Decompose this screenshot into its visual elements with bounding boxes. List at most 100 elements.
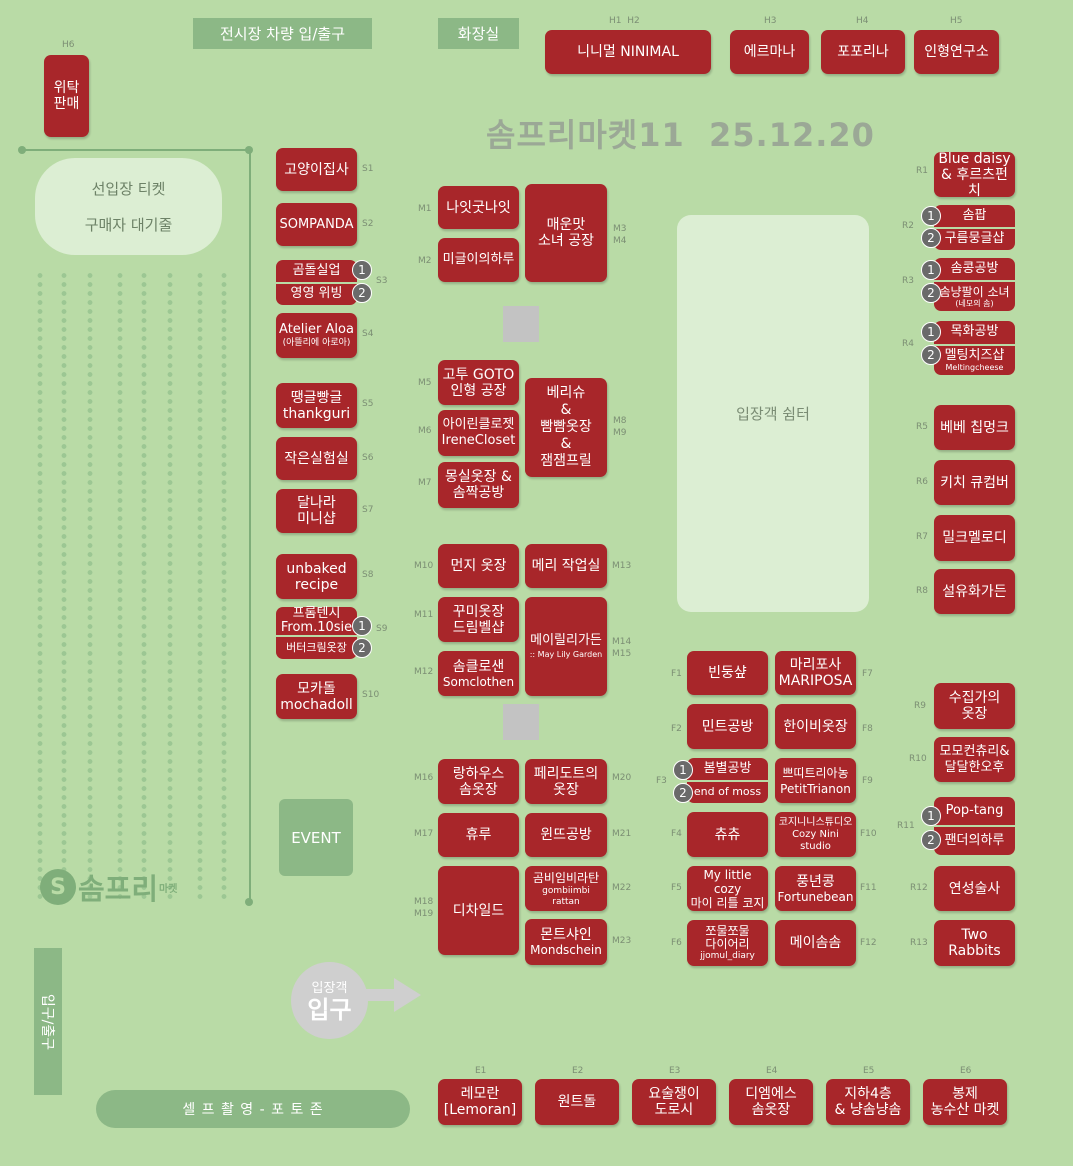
booth-m11[interactable]: 꾸미옷장 드림벨샵 — [438, 597, 519, 642]
booth-f4[interactable]: 츄츄 — [687, 812, 768, 857]
booth-m22[interactable]: 곰비임비라탄 gombiimbi rattan — [525, 866, 607, 911]
booth-name: end of moss — [693, 785, 762, 799]
booth-f12[interactable]: 메이솜솜 — [775, 920, 856, 966]
booth-m21[interactable]: 윈뜨공방 — [525, 813, 607, 857]
booth-f3-1[interactable]: 봄별공방 — [687, 758, 768, 781]
booth-f3[interactable]: 봄별공방 end of moss — [687, 758, 768, 803]
booth-m2[interactable]: 미글이의하루 — [438, 238, 519, 282]
booth-r10[interactable]: 모모컨츄리& 달달한오후 — [934, 737, 1015, 782]
booth-f5[interactable]: My little cozy 마이 리틀 코지 — [687, 866, 768, 911]
number-marker: 2 — [921, 830, 941, 850]
booth-r2-2[interactable]: 구름뭉글샵 — [934, 227, 1015, 250]
booth-m10[interactable]: 먼지 옷장 — [438, 544, 519, 588]
booth-m18-m19[interactable]: 디차일드 — [438, 866, 519, 955]
booth-name: 디차일드 — [452, 902, 505, 919]
booth-r2-1[interactable]: 솜팝 — [934, 205, 1015, 228]
booth-name: 먼지 옷장 — [450, 558, 507, 574]
booth-subname: From.10sie — [280, 620, 353, 635]
booth-s8[interactable]: unbaked recipe — [276, 554, 357, 599]
booth-r3-1[interactable]: 솜콩공방 — [934, 258, 1015, 282]
booth-f9[interactable]: 쁘띠트리아농 PetitTrianon — [775, 758, 856, 803]
booth-code: M6 — [418, 426, 432, 436]
booth-f11[interactable]: 풍년콩 Fortunebean — [775, 866, 856, 911]
booth-f3-2[interactable]: end of moss — [687, 780, 768, 803]
booth-e5[interactable]: 지하4층 & 냥솜냥솜 — [826, 1079, 910, 1125]
number-marker: 2 — [352, 283, 372, 303]
booth-r13[interactable]: Two Rabbits — [934, 920, 1015, 966]
booth-m12[interactable]: 솜클로샌 Somclothen — [438, 651, 519, 696]
booth-f1[interactable]: 빈둥샾 — [687, 651, 768, 695]
booth-m20[interactable]: 페리도트의 옷장 — [525, 759, 607, 804]
entrance-circle[interactable]: 입장객 입구 — [291, 962, 368, 1039]
booth-r3[interactable]: 솜콩공방 솜냥팔이 소녀 (네모의 솜) — [934, 258, 1015, 311]
visitor-shelter: 입장객 쉼터 — [677, 215, 869, 612]
booth-h3[interactable]: 에르마나 — [730, 30, 809, 74]
booth-s5[interactable]: 땡글빵글 thankguri — [276, 383, 357, 428]
booth-s9-2[interactable]: 버터크림옷장 — [276, 636, 357, 659]
booth-s1[interactable]: 고양이집사 — [276, 148, 357, 191]
booth-name: 위탁 판매 — [53, 80, 80, 112]
booth-code: R1 — [916, 166, 928, 176]
booth-m23[interactable]: 몬트샤인 Mondschein — [525, 919, 607, 965]
booth-e6[interactable]: 봉제 농수산 마켓 — [923, 1079, 1007, 1125]
booth-m5[interactable]: 고투 GOTO 인형 공장 — [438, 360, 519, 405]
booth-r11[interactable]: Pop-tang 팬더의하루 — [934, 797, 1015, 855]
booth-r6[interactable]: 키치 큐컴버 — [934, 460, 1015, 505]
booth-s4[interactable]: Atelier Aloa (아뜰리에 아로아) — [276, 313, 357, 358]
booth-r12[interactable]: 연성술사 — [934, 866, 1015, 911]
booth-f8[interactable]: 한이비옷장 — [775, 704, 856, 749]
booth-r4[interactable]: 목화공방 멜팅치즈샵 Meltingcheese — [934, 321, 1015, 375]
booth-m17[interactable]: 휴루 — [438, 813, 519, 857]
booth-h5[interactable]: 인형연구소 — [914, 30, 999, 74]
booth-name: 봉제 — [952, 1086, 978, 1102]
booth-f7[interactable]: 마리포사 MARIPOSA — [775, 651, 856, 695]
side-exit-sign: 입구/출구 — [34, 948, 62, 1095]
booth-subname: :: May Lily Garden — [529, 650, 603, 659]
booth-r1[interactable]: Blue daisy & 후르츠펀치 — [934, 151, 1015, 199]
booth-code: R8 — [916, 586, 928, 596]
booth-r5[interactable]: 베베 칩멍크 — [934, 405, 1015, 450]
booth-s10[interactable]: 모카돌 mochadoll — [276, 674, 357, 719]
booth-h4[interactable]: 포포리나 — [821, 30, 905, 74]
booth-r4-1[interactable]: 목화공방 — [934, 321, 1015, 345]
booth-r2[interactable]: 솜팝 구름뭉글샵 — [934, 205, 1015, 250]
booth-r11-2[interactable]: 팬더의하루 — [934, 826, 1015, 855]
booth-s3[interactable]: 곰돌실업 영영 위빙 — [276, 260, 357, 305]
booth-code: M18 M19 — [414, 897, 434, 919]
booth-r9[interactable]: 수집가의 옷장 — [934, 683, 1015, 729]
booth-e3[interactable]: 요술쟁이 도로시 — [632, 1079, 716, 1125]
booth-m13[interactable]: 메리 작업실 — [525, 544, 607, 588]
booth-r11-1[interactable]: Pop-tang — [934, 797, 1015, 826]
booth-s3-2[interactable]: 영영 위빙 — [276, 282, 357, 305]
booth-e1[interactable]: 레모란 [Lemoran] — [438, 1079, 522, 1125]
booth-name2: 마이 리틀 코지 — [690, 895, 765, 910]
booth-r7[interactable]: 밀크멜로디 — [934, 515, 1015, 561]
booth-m1[interactable]: 나잇굿나잇 — [438, 186, 519, 229]
booth-e2[interactable]: 원트돌 — [535, 1079, 619, 1125]
booth-s2[interactable]: SOMPANDA — [276, 203, 357, 246]
booth-s9[interactable]: 프롬텐시 From.10sie 버터크림옷장 — [276, 607, 357, 659]
booth-s9-1[interactable]: 프롬텐시 From.10sie — [276, 607, 357, 636]
booth-f10[interactable]: 코지니니스튜디오 Cozy Nini studio — [775, 812, 856, 857]
booth-m16[interactable]: 랑하우스 솜옷장 — [438, 759, 519, 804]
booth-h6[interactable]: 위탁 판매 — [44, 55, 89, 137]
booth-m7[interactable]: 몽실옷장 & 솜짝공방 — [438, 462, 519, 508]
booth-code: F2 — [671, 724, 682, 734]
booth-r4-2[interactable]: 멜팅치즈샵 Meltingcheese — [934, 344, 1015, 375]
booth-f2[interactable]: 민트공방 — [687, 704, 768, 749]
booth-m8-m9[interactable]: 베리슈 & 빰빰옷장 & 잼잼프릴 — [525, 378, 607, 477]
booth-name2: [Lemoran] — [443, 1102, 517, 1118]
booth-h1-h2[interactable]: 니니멀 NINIMAL — [545, 30, 711, 74]
booth-f6[interactable]: 쪼물쪼물 다이어리 jjomul_diary — [687, 920, 768, 966]
booth-s7[interactable]: 달나라 미니샵 — [276, 489, 357, 533]
booth-s6[interactable]: 작은실험실 — [276, 437, 357, 480]
booth-s3-1[interactable]: 곰돌실업 — [276, 260, 357, 283]
booth-e4[interactable]: 디엠에스 솜옷장 — [729, 1079, 813, 1125]
booth-r3-2[interactable]: 솜냥팔이 소녀 (네모의 솜) — [934, 281, 1015, 311]
booth-name2: Somclothen — [442, 674, 515, 689]
booth-m3-m4[interactable]: 매운맛 소녀 공장 — [525, 184, 607, 282]
event-booth[interactable]: EVENT — [279, 799, 353, 876]
booth-m6[interactable]: 아이린클로젯 IreneCloset — [438, 410, 519, 456]
booth-m14-m15[interactable]: 메이릴리가든 :: May Lily Garden — [525, 597, 607, 696]
booth-r8[interactable]: 설유화가든 — [934, 569, 1015, 614]
